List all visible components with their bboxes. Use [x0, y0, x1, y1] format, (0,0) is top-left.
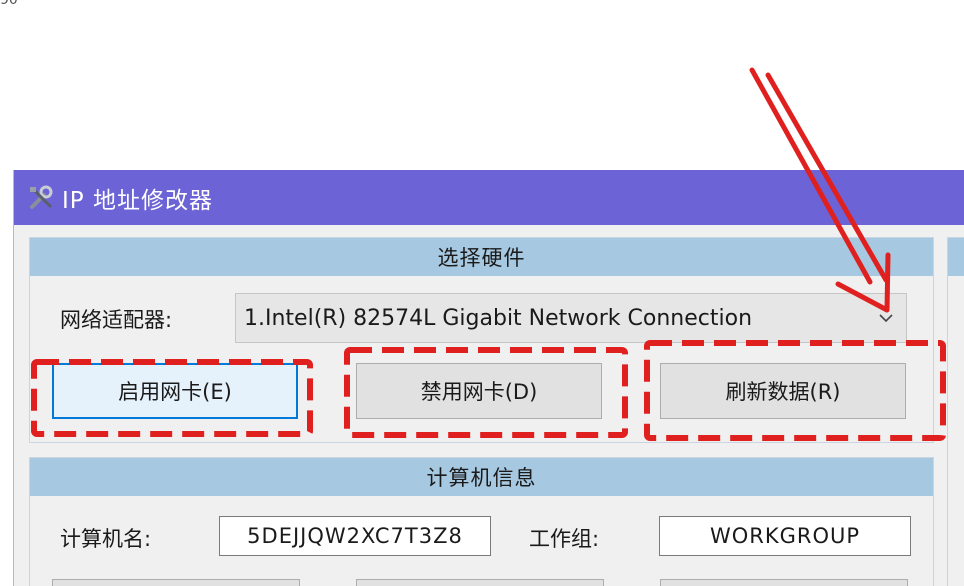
hardware-group-header: 选择硬件 — [30, 238, 933, 276]
computer-name-label: 计算机名: — [60, 527, 152, 551]
window-title: IP 地址修改器 — [62, 187, 213, 214]
bottom-button-2[interactable] — [356, 579, 604, 586]
chevron-down-icon[interactable] — [876, 310, 896, 326]
right-panel-header — [948, 238, 964, 276]
workgroup-field[interactable]: WORKGROUP — [659, 516, 911, 556]
adapter-label: 网络适配器: — [60, 308, 173, 332]
corner-text: 90 — [0, 0, 18, 8]
computer-info-group-header: 计算机信息 — [30, 458, 933, 496]
computer-name-field[interactable]: 5DEJJQW2XC7T3Z8 — [219, 516, 491, 556]
adapter-dropdown-value: 1.Intel(R) 82574L Gigabit Network Connec… — [244, 305, 753, 331]
bottom-button-1[interactable] — [52, 579, 300, 586]
workgroup-label: 工作组: — [529, 527, 600, 551]
app-window: IP 地址修改器 选择硬件 网络适配器: 1.Intel(R) 82574L G… — [13, 170, 964, 586]
tools-icon — [30, 185, 53, 209]
adapter-dropdown[interactable]: 1.Intel(R) 82574L Gigabit Network Connec… — [235, 293, 907, 343]
enable-adapter-button[interactable]: 启用网卡(E) — [52, 363, 298, 419]
title-bar[interactable]: IP 地址修改器 — [14, 170, 964, 225]
right-panel-edge — [947, 237, 964, 586]
refresh-data-button[interactable]: 刷新数据(R) — [660, 363, 906, 419]
hardware-group: 选择硬件 网络适配器: 1.Intel(R) 82574L Gigabit Ne… — [29, 237, 934, 443]
computer-info-group: 计算机信息 计算机名: 5DEJJQW2XC7T3Z8 工作组: WORKGRO… — [29, 457, 934, 586]
disable-adapter-button[interactable]: 禁用网卡(D) — [356, 363, 602, 419]
bottom-button-3[interactable] — [660, 579, 908, 586]
